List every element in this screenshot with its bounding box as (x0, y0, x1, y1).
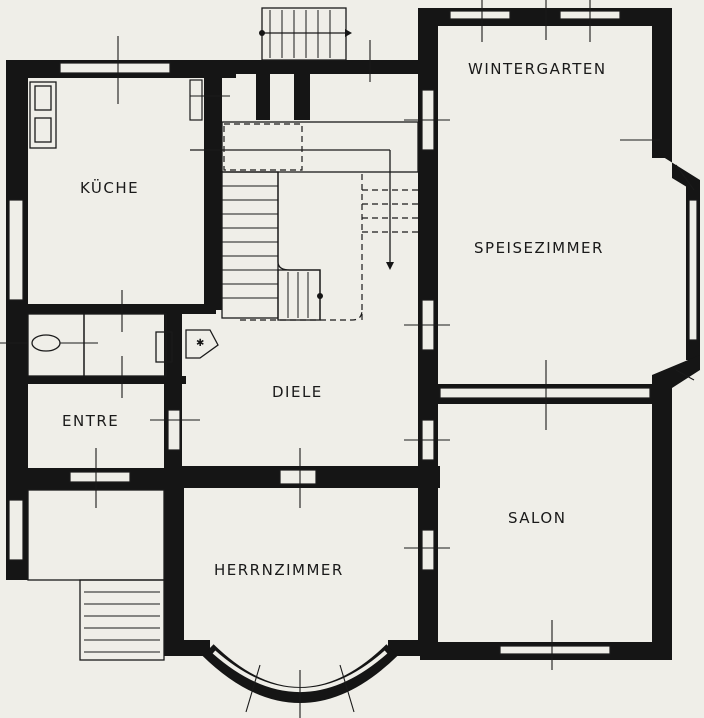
room-label-kueche: KÜCHE (80, 178, 139, 197)
wc-fixtures: ✱ (27, 313, 219, 377)
room-label-wintergarten: WINTERGARTEN (468, 60, 607, 78)
windows (8, 10, 698, 655)
kitchen-fixtures (29, 81, 57, 149)
room-label-speisezimmer: SPEISEZIMMER (474, 239, 604, 257)
svg-text:✱: ✱ (196, 338, 204, 349)
room-label-diele: DIELE (272, 383, 323, 401)
room-label-entre: ENTRE (62, 412, 119, 430)
walls (6, 8, 700, 660)
room-label-herrnzimmer: HERRNZIMMER (214, 561, 344, 579)
main-stair (190, 121, 419, 321)
entrance (27, 489, 165, 661)
door-markers (0, 0, 695, 670)
herrnzimmer-bay (202, 644, 398, 718)
room-label-salon: SALON (508, 509, 566, 527)
top-stair (259, 7, 352, 61)
